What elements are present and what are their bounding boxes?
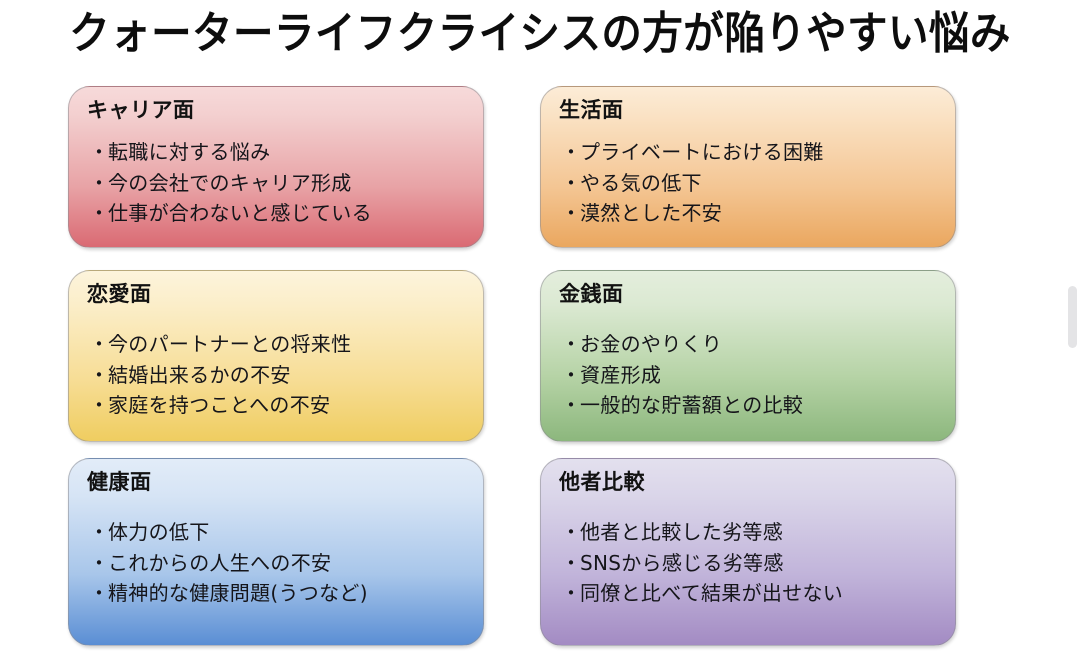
bullet-icon: ・ bbox=[89, 140, 110, 165]
list-item-label: やる気の低下 bbox=[580, 170, 702, 195]
list-item: ・お金のやりくり bbox=[561, 329, 939, 359]
list-item: ・家庭を持つことへの不安 bbox=[89, 390, 467, 420]
list-item-label: 一般的な貯蓄額との比較 bbox=[580, 393, 804, 418]
bullet-icon: ・ bbox=[561, 393, 582, 418]
bullet-icon: ・ bbox=[561, 170, 582, 195]
list-item-label: SNSから感じる劣等感 bbox=[580, 550, 784, 575]
card-life[interactable]: 生活面 ・プライベートにおける困難 ・やる気の低下 ・漠然とした不安 bbox=[540, 86, 956, 248]
list-item: ・やる気の低下 bbox=[561, 168, 939, 198]
list-item: ・漠然とした不安 bbox=[561, 198, 939, 228]
card-title: 恋愛面 bbox=[87, 282, 152, 306]
list-item: ・結婚出来るかの不安 bbox=[89, 360, 467, 390]
list-item: ・今の会社でのキャリア形成 bbox=[89, 168, 467, 198]
bullet-icon: ・ bbox=[561, 362, 582, 387]
list-item-label: 家庭を持つことへの不安 bbox=[108, 393, 331, 418]
list-item-label: 仕事が合わないと感じている bbox=[108, 201, 372, 226]
card-money[interactable]: 金銭面 ・お金のやりくり ・資産形成 ・一般的な貯蓄額との比較 bbox=[540, 270, 956, 442]
list-item: ・SNSから感じる劣等感 bbox=[561, 548, 939, 578]
card-item-list: ・他者と比較した劣等感 ・SNSから感じる劣等感 ・同僚と比べて結果が出せない bbox=[557, 517, 939, 608]
list-item-label: 漠然とした不安 bbox=[580, 201, 723, 226]
list-item: ・これからの人生への不安 bbox=[89, 548, 467, 578]
card-title: キャリア面 bbox=[87, 98, 195, 122]
list-item: ・資産形成 bbox=[561, 360, 939, 390]
bullet-icon: ・ bbox=[89, 201, 110, 226]
bullet-icon: ・ bbox=[89, 170, 110, 195]
list-item-label: プライベートにおける困難 bbox=[580, 140, 824, 165]
card-title: 健康面 bbox=[87, 470, 152, 494]
list-item: ・他者と比較した劣等感 bbox=[561, 517, 939, 547]
list-item: ・精神的な健康問題(うつなど) bbox=[89, 578, 467, 608]
list-item: ・体力の低下 bbox=[89, 517, 467, 547]
list-item: ・プライベートにおける困難 bbox=[561, 137, 939, 167]
card-item-list: ・転職に対する悩み ・今の会社でのキャリア形成 ・仕事が合わないと感じている bbox=[85, 137, 467, 228]
page-title: クォーターライフクライシスの方が陥りやすい悩み bbox=[69, 8, 1011, 59]
bullet-icon: ・ bbox=[89, 393, 110, 418]
bullet-icon: ・ bbox=[89, 332, 110, 357]
list-item: ・転職に対する悩み bbox=[89, 137, 467, 167]
bullet-icon: ・ bbox=[89, 520, 110, 545]
bullet-icon: ・ bbox=[561, 140, 582, 165]
list-item: ・同僚と比べて結果が出せない bbox=[561, 578, 939, 608]
list-item-label: 同僚と比べて結果が出せない bbox=[580, 581, 844, 606]
list-item-label: 精神的な健康問題(うつなど) bbox=[108, 581, 368, 606]
card-item-list: ・プライベートにおける困難 ・やる気の低下 ・漠然とした不安 bbox=[557, 137, 939, 228]
bullet-icon: ・ bbox=[89, 550, 110, 575]
list-item: ・今のパートナーとの将来性 bbox=[89, 329, 467, 359]
card-romance[interactable]: 恋愛面 ・今のパートナーとの将来性 ・結婚出来るかの不安 ・家庭を持つことへの不… bbox=[68, 270, 484, 442]
bullet-icon: ・ bbox=[561, 201, 582, 226]
list-item-label: 体力の低下 bbox=[108, 520, 210, 545]
list-item-label: 他者と比較した劣等感 bbox=[580, 520, 783, 545]
list-item-label: 結婚出来るかの不安 bbox=[108, 362, 291, 387]
card-item-list: ・お金のやりくり ・資産形成 ・一般的な貯蓄額との比較 bbox=[557, 329, 939, 420]
card-item-list: ・体力の低下 ・これからの人生への不安 ・精神的な健康問題(うつなど) bbox=[85, 517, 467, 608]
list-item-label: 転職に対する悩み bbox=[108, 140, 271, 165]
list-item: ・仕事が合わないと感じている bbox=[89, 198, 467, 228]
card-title: 生活面 bbox=[559, 98, 624, 122]
list-item-label: 今のパートナーとの将来性 bbox=[108, 332, 352, 357]
card-grid: キャリア面 ・転職に対する悩み ・今の会社でのキャリア形成 ・仕事が合わないと感… bbox=[68, 86, 956, 646]
list-item: ・一般的な貯蓄額との比較 bbox=[561, 390, 939, 420]
card-title: 金銭面 bbox=[559, 282, 624, 306]
list-item-label: お金のやりくり bbox=[580, 332, 723, 357]
bullet-icon: ・ bbox=[89, 581, 110, 606]
card-comparison[interactable]: 他者比較 ・他者と比較した劣等感 ・SNSから感じる劣等感 ・同僚と比べて結果が… bbox=[540, 458, 956, 646]
bullet-icon: ・ bbox=[89, 362, 110, 387]
bullet-icon: ・ bbox=[561, 520, 582, 545]
vertical-scrollbar-thumb[interactable] bbox=[1068, 286, 1077, 348]
card-health[interactable]: 健康面 ・体力の低下 ・これからの人生への不安 ・精神的な健康問題(うつなど) bbox=[68, 458, 484, 646]
list-item-label: 資産形成 bbox=[580, 362, 662, 387]
list-item-label: 今の会社でのキャリア形成 bbox=[108, 170, 352, 195]
bullet-icon: ・ bbox=[561, 550, 582, 575]
bullet-icon: ・ bbox=[561, 332, 582, 357]
bullet-icon: ・ bbox=[561, 581, 582, 606]
card-item-list: ・今のパートナーとの将来性 ・結婚出来るかの不安 ・家庭を持つことへの不安 bbox=[85, 329, 467, 420]
list-item-label: これからの人生への不安 bbox=[108, 550, 332, 575]
card-career[interactable]: キャリア面 ・転職に対する悩み ・今の会社でのキャリア形成 ・仕事が合わないと感… bbox=[68, 86, 484, 248]
card-title: 他者比較 bbox=[559, 470, 645, 494]
